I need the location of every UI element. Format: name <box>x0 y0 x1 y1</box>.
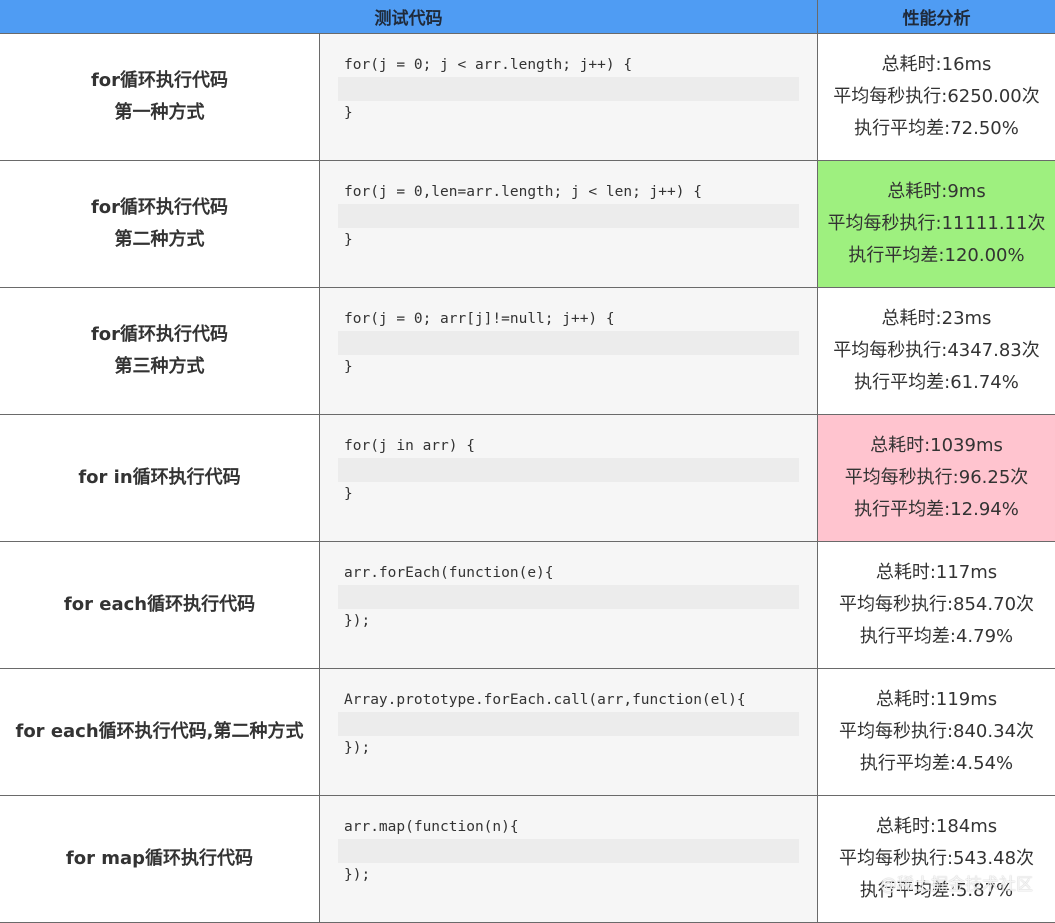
code-block: Array.prototype.forEach.call(arr,functio… <box>320 669 818 795</box>
code-line-close: } <box>344 105 353 121</box>
perf-cell: 总耗时:117ms 平均每秒执行:854.70次 执行平均差:4.79% <box>818 542 1055 668</box>
code-line-open: Array.prototype.forEach.call(arr,functio… <box>344 692 746 708</box>
header-perf-analysis: 性能分析 <box>902 9 971 29</box>
perf-total-time: 总耗时:16ms <box>881 54 992 75</box>
row-label-line: for each循环执行代码 <box>63 594 256 615</box>
perf-total-time: 总耗时:117ms <box>875 562 998 583</box>
perf-ops-per-sec: 平均每秒执行:854.70次 <box>838 594 1035 615</box>
row-label-line: for map循环执行代码 <box>65 848 254 869</box>
perf-total-time: 总耗时:184ms <box>875 816 998 837</box>
code-line-open: for(j = 0,len=arr.length; j < len; j++) … <box>344 184 702 200</box>
perf-avg-diff: 执行平均差:72.50% <box>854 118 1019 139</box>
header-test-code: 测试代码 <box>0 0 818 33</box>
row-label: for map循环执行代码 <box>0 796 320 922</box>
perf-total-time: 总耗时:119ms <box>875 689 998 710</box>
code-line-close: } <box>344 359 353 375</box>
table-row: for in循环执行代码 for(j in arr) { } 总耗时:1039m… <box>0 415 1055 542</box>
row-label: for循环执行代码 第三种方式 <box>0 288 320 414</box>
perf-avg-diff: 执行平均差:12.94% <box>854 499 1019 520</box>
row-label: for循环执行代码 第二种方式 <box>0 161 320 287</box>
code-line-blank <box>338 458 799 482</box>
code-line-close: }); <box>344 740 371 756</box>
perf-avg-diff: 执行平均差:120.00% <box>848 245 1025 266</box>
code-line-open: for(j = 0; arr[j]!=null; j++) { <box>344 311 615 327</box>
perf-avg-diff: 执行平均差:4.79% <box>859 626 1014 647</box>
code-line-blank <box>338 204 799 228</box>
code-line-close: }); <box>344 613 371 629</box>
perf-avg-diff: 执行平均差:61.74% <box>854 372 1019 393</box>
row-label-line: for循环执行代码 <box>90 197 229 218</box>
row-label-line: for each循环执行代码,第二种方式 <box>15 721 304 742</box>
code-line-blank <box>338 77 799 101</box>
row-label: for循环执行代码 第一种方式 <box>0 34 320 160</box>
row-label-line: 第一种方式 <box>114 102 205 123</box>
row-label-line: 第三种方式 <box>114 356 205 377</box>
perf-avg-diff: 执行平均差:4.54% <box>859 753 1014 774</box>
table-row: for map循环执行代码 arr.map(function(n){ }); 总… <box>0 796 1055 923</box>
perf-total-time: 总耗时:9ms <box>887 181 986 202</box>
code-line-blank <box>338 712 799 736</box>
code-line-open: for(j in arr) { <box>344 438 475 454</box>
code-line-close: } <box>344 232 353 248</box>
code-line-open: arr.forEach(function(e){ <box>344 565 554 581</box>
perf-ops-per-sec: 平均每秒执行:6250.00次 <box>833 86 1040 107</box>
perf-ops-per-sec: 平均每秒执行:543.48次 <box>838 848 1035 869</box>
perf-cell: 总耗时:23ms 平均每秒执行:4347.83次 执行平均差:61.74% <box>818 288 1055 414</box>
code-line-blank <box>338 331 799 355</box>
code-line-close: }); <box>344 867 371 883</box>
perf-cell-worst: 总耗时:1039ms 平均每秒执行:96.25次 执行平均差:12.94% <box>818 415 1055 541</box>
table-row: for循环执行代码 第一种方式 for(j = 0; j < arr.lengt… <box>0 34 1055 161</box>
code-line-open: for(j = 0; j < arr.length; j++) { <box>344 57 633 73</box>
table-row: for each循环执行代码,第二种方式 Array.prototype.for… <box>0 669 1055 796</box>
row-label-line: for in循环执行代码 <box>78 467 241 488</box>
perf-avg-diff: 执行平均差:5.87% <box>859 880 1014 901</box>
code-line-blank <box>338 839 799 863</box>
code-block: arr.map(function(n){ }); <box>320 796 818 922</box>
code-line-close: } <box>344 486 353 502</box>
table-header: 测试代码 性能分析 <box>0 0 1055 34</box>
table-row: for循环执行代码 第二种方式 for(j = 0,len=arr.length… <box>0 161 1055 288</box>
code-block: for(j = 0; arr[j]!=null; j++) { } <box>320 288 818 414</box>
perf-cell: 总耗时:16ms 平均每秒执行:6250.00次 执行平均差:72.50% <box>818 34 1055 160</box>
perf-total-time: 总耗时:23ms <box>881 308 992 329</box>
perf-ops-per-sec: 平均每秒执行:96.25次 <box>844 467 1029 488</box>
code-block: for(j = 0,len=arr.length; j < len; j++) … <box>320 161 818 287</box>
code-line-blank <box>338 585 799 609</box>
code-line-open: arr.map(function(n){ <box>344 819 519 835</box>
row-label: for each循环执行代码 <box>0 542 320 668</box>
table-row: for循环执行代码 第三种方式 for(j = 0; arr[j]!=null;… <box>0 288 1055 415</box>
code-block: arr.forEach(function(e){ }); <box>320 542 818 668</box>
row-label-line: 第二种方式 <box>114 229 205 250</box>
perf-ops-per-sec: 平均每秒执行:11111.11次 <box>827 213 1046 234</box>
row-label-line: for循环执行代码 <box>90 70 229 91</box>
row-label: for each循环执行代码,第二种方式 <box>0 669 320 795</box>
perf-total-time: 总耗时:1039ms <box>870 435 1003 456</box>
row-label: for in循环执行代码 <box>0 415 320 541</box>
table-row: for each循环执行代码 arr.forEach(function(e){ … <box>0 542 1055 669</box>
code-block: for(j in arr) { } <box>320 415 818 541</box>
watermark: @稀土掘金技术社区 <box>880 875 1033 895</box>
perf-cell: 总耗时:184ms 平均每秒执行:543.48次 执行平均差:5.87% <box>818 796 1055 922</box>
perf-ops-per-sec: 平均每秒执行:4347.83次 <box>833 340 1040 361</box>
perf-ops-per-sec: 平均每秒执行:840.34次 <box>838 721 1035 742</box>
perf-cell: 总耗时:119ms 平均每秒执行:840.34次 执行平均差:4.54% <box>818 669 1055 795</box>
perf-cell-best: 总耗时:9ms 平均每秒执行:11111.11次 执行平均差:120.00% <box>818 161 1055 287</box>
row-label-line: for循环执行代码 <box>90 324 229 345</box>
code-block: for(j = 0; j < arr.length; j++) { } <box>320 34 818 160</box>
